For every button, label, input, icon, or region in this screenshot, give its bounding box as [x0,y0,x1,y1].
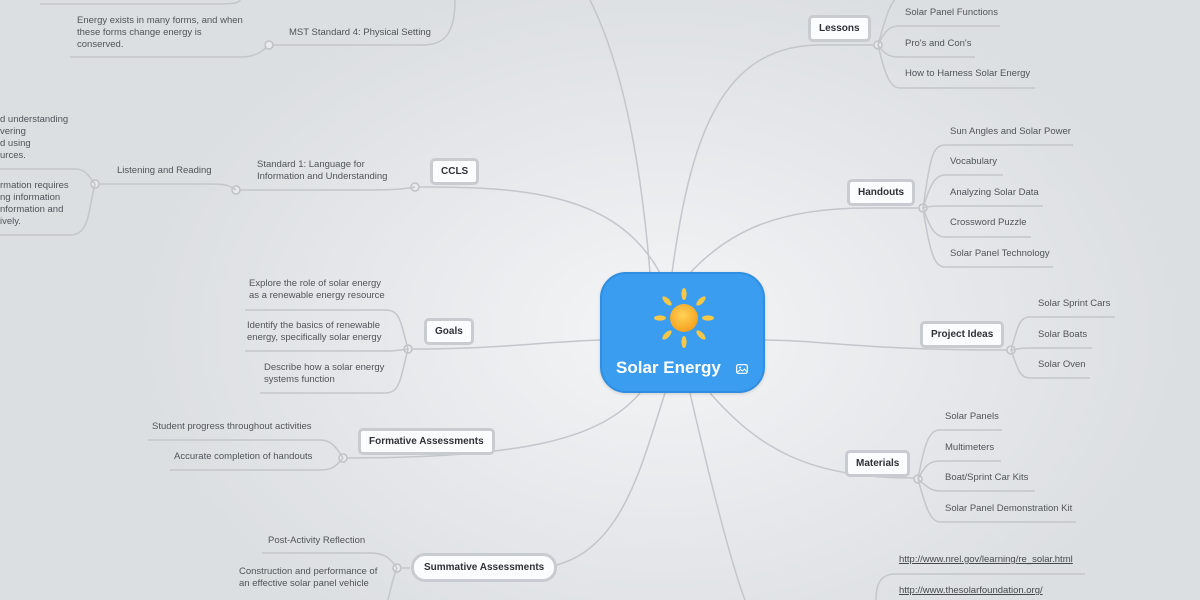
material-item[interactable]: Solar Panel Demonstration Kit [945,503,1073,514]
material-item[interactable]: Multimeters [945,442,995,453]
mst-standard-4-node[interactable]: MST Standard 4: Physical Setting [289,27,431,38]
lesson-item[interactable]: Solar Panel Functions [905,7,998,18]
resource-link[interactable]: http://www.thesolarfoundation.org/ [899,585,1043,596]
materials-node[interactable]: Materials [845,450,911,477]
ccls-detail-2-line-4: ively. [0,216,21,227]
goal-item[interactable]: Describe how a solar energy systems func… [264,362,385,385]
ccls-detail-1-line-4: urces. [0,150,26,161]
ccls-detail-2-line-2: ng information [0,192,61,203]
goals-node[interactable]: Goals [424,318,474,345]
summative-item[interactable]: Post-Activity Reflection [268,535,366,546]
project-ideas-node[interactable]: Project Ideas [920,321,1005,348]
ccls-node[interactable]: CCLS [430,158,480,185]
lesson-item[interactable]: Pro's and Con's [905,38,972,49]
lesson-item[interactable]: How to Harness Solar Energy [905,68,1031,79]
listening-reading-node[interactable]: Listening and Reading [117,165,212,176]
handout-item[interactable]: Solar Panel Technology [950,248,1050,259]
material-item[interactable]: Boat/Sprint Car Kits [945,472,1029,483]
central-topic-solar-energy[interactable]: Solar Energy [600,272,765,393]
mst-detail-text[interactable]: Energy exists in many forms, and when th… [77,15,243,50]
handout-item[interactable]: Sun Angles and Solar Power [950,126,1071,137]
handout-item[interactable]: Crossword Puzzle [950,217,1027,228]
ccls-standard-1-node[interactable]: Standard 1: Language for Information and… [257,159,388,182]
ccls-detail-1[interactable]: d understanding vering d using urces. [0,114,68,162]
formative-item[interactable]: Accurate completion of handouts [174,451,313,462]
handout-item[interactable]: Vocabulary [950,156,998,167]
summative-assessments-node[interactable]: Summative Assessments [411,553,558,582]
formative-item[interactable]: Student progress throughout activities [152,421,312,432]
ccls-detail-2-line-3: nformation and [0,204,64,215]
central-topic-title: Solar Energy [616,358,721,377]
handouts-node[interactable]: Handouts [847,179,916,206]
ccls-detail-1-line-1: d understanding [0,114,69,125]
project-item[interactable]: Solar Oven [1038,359,1086,370]
goal-item[interactable]: Explore the role of solar energy as a re… [249,278,385,301]
image-icon[interactable] [736,364,748,374]
project-item[interactable]: Solar Boats [1038,329,1088,340]
lessons-node[interactable]: Lessons [808,15,871,42]
formative-assessments-node[interactable]: Formative Assessments [358,428,495,455]
material-item[interactable]: Solar Panels [945,411,999,422]
summative-item[interactable]: Construction and performance of an effec… [239,566,378,589]
project-item[interactable]: Solar Sprint Cars [1038,298,1111,309]
ccls-detail-1-line-3: d using [0,138,31,149]
sun-icon [654,288,714,348]
ccls-detail-1-line-2: vering [0,126,26,137]
resource-link[interactable]: http://www.nrel.gov/learning/re_solar.ht… [899,554,1073,565]
goal-item[interactable]: Identify the basics of renewable energy,… [247,320,382,343]
ccls-detail-2-line-1: rmation requires [0,180,69,191]
ccls-detail-2[interactable]: rmation requires ng information nformati… [0,180,69,228]
handout-item[interactable]: Analyzing Solar Data [950,187,1039,198]
